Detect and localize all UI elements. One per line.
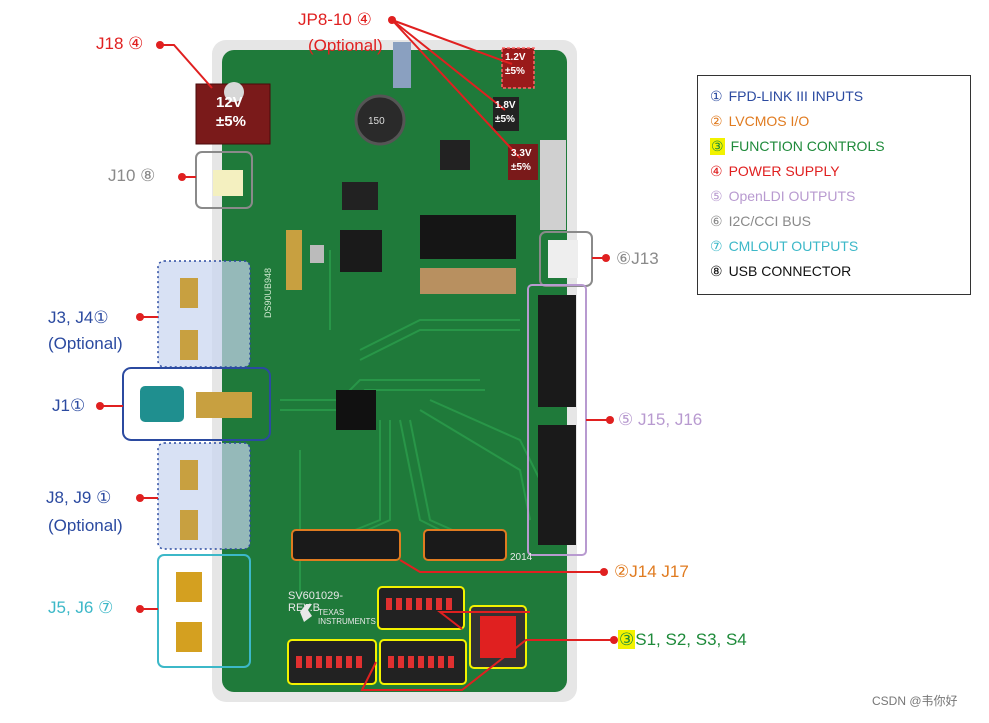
j18-tolerance-label: ±5% <box>216 113 246 130</box>
legend-mark-6: ⑥ <box>710 213 723 229</box>
legend-label-4: POWER SUPPLY <box>728 163 840 179</box>
j8-j9-callout: J8, J9 ① <box>46 488 112 507</box>
v18-label: 1.8V <box>495 100 516 111</box>
legend-mark-2: ② <box>710 113 723 129</box>
j10-callout: J10 ⑧ <box>108 166 156 185</box>
svg-text:150: 150 <box>368 116 385 127</box>
silkscreen-side-label: DS90UB948 <box>263 267 273 318</box>
j1-jack <box>196 392 252 418</box>
legend-label-8: USB CONNECTOR <box>728 263 852 279</box>
dip-levers <box>296 598 454 668</box>
j16-header <box>538 425 576 545</box>
legend-label-6: I2C/CCI BUS <box>728 213 812 229</box>
j18-jack-hole <box>224 82 244 102</box>
j18-callout: J18 ④ <box>96 34 144 53</box>
jp8-10-callout: JP8-10 ④ <box>298 10 372 29</box>
leader-lines <box>100 19 610 610</box>
j4-sma <box>180 330 198 360</box>
mcu-chip <box>340 230 382 272</box>
legend-label-3: FUNCTION CONTROLS <box>730 138 885 154</box>
j15-j16-callout: ⑤ J15, J16 <box>618 410 703 429</box>
silkscreen-brand: TEXAS INSTRUMENTS <box>318 608 376 626</box>
s1-s4-mark: ③ <box>618 630 636 649</box>
v18-tol-label: ±5% <box>495 114 515 125</box>
right-header <box>540 140 566 230</box>
j14-box <box>291 529 401 561</box>
switch-callout-line <box>360 639 614 691</box>
silkscreen-part: SV601029- <box>288 590 344 602</box>
silkscreen-rev: REV.B <box>288 602 321 614</box>
legend-item-i2c: ⑥ I2C/CCI BUS <box>710 213 811 230</box>
j3-j4-box <box>157 260 251 368</box>
regulator-ic <box>440 140 470 170</box>
legend-item-function-controls: ③ FUNCTION CONTROLS <box>710 138 885 155</box>
inductor <box>354 94 406 146</box>
j1-callout: J1① <box>52 396 86 415</box>
legend: ① FPD-LINK III INPUTS ② LVCMOS I/O ③ FUNCTI… <box>697 75 971 295</box>
j13-callout: ⑥J13 <box>616 249 659 268</box>
s4-switch <box>480 616 516 658</box>
usb-connector <box>213 170 243 196</box>
v12-label: 1.2V <box>505 52 526 63</box>
j1-box <box>122 367 271 441</box>
j15-header <box>538 295 576 407</box>
legend-mark-1: ① <box>710 88 723 104</box>
j10-box <box>195 151 253 209</box>
leader-dots <box>96 16 618 644</box>
legend-label-5: OpenLDI OUTPUTS <box>728 188 856 204</box>
jp8-10-optional: (Optional) <box>308 36 383 55</box>
legend-mark-5: ⑤ <box>710 188 723 204</box>
j3-j4-optional: (Optional) <box>48 334 123 353</box>
j13-connector <box>548 240 578 278</box>
jtag-header <box>286 230 302 290</box>
legend-mark-4: ④ <box>710 163 723 179</box>
j3-j4-callout: J3, J4① <box>48 308 109 327</box>
j9-sma <box>180 510 198 540</box>
watermark: CSDN @韦你好 <box>872 694 958 708</box>
legend-label-7: CMLOUT OUTPUTS <box>728 238 859 254</box>
j6-sma <box>176 622 202 652</box>
legend-item-usb: ⑧ USB CONNECTOR <box>710 263 851 280</box>
silkscreen-year: 2014 <box>510 552 533 563</box>
v33-tol-label: ±5% <box>511 162 531 173</box>
legend-item-cmlout: ⑦ CMLOUT OUTPUTS <box>710 238 858 255</box>
j1-fakra-connector <box>140 386 184 422</box>
legend-item-lvcmos: ② LVCMOS I/O <box>710 113 809 130</box>
legend-label-2: LVCMOS I/O <box>728 113 810 129</box>
j8-j9-optional: (Optional) <box>48 516 123 535</box>
j8-j9-box <box>157 442 251 550</box>
crystal <box>310 245 324 263</box>
j3-sma <box>180 278 198 308</box>
j14-j17-callout: ②J14 J17 <box>614 562 689 581</box>
j5-sma <box>176 572 202 602</box>
electrolytic-cap <box>393 42 411 88</box>
j5-j6-callout: J5, J6 ⑦ <box>48 598 114 617</box>
s1-s4-text: S1, S2, S3, S4 <box>635 630 747 649</box>
switch-link-line <box>437 611 530 630</box>
legend-mark-7: ⑦ <box>710 238 723 254</box>
jp8-1v2-box <box>501 47 535 89</box>
jumper-header <box>342 182 378 210</box>
j17-box <box>423 529 507 561</box>
v12-tol-label: ±5% <box>505 66 525 77</box>
legend-item-power-supply: ④ POWER SUPPLY <box>710 163 840 180</box>
j8-sma <box>180 460 198 490</box>
legend-mark-3: ③ <box>710 138 725 155</box>
dip-switch-block <box>420 268 516 294</box>
legend-mark-8: ⑧ <box>710 263 723 279</box>
dip-socket <box>420 215 516 259</box>
s1-s4-callout: ③S1, S2, S3, S4 <box>618 630 747 650</box>
deserializer-chip <box>336 390 376 430</box>
legend-item-openldi: ⑤ OpenLDI OUTPUTS <box>710 188 855 205</box>
ti-logo <box>300 604 312 622</box>
v33-label: 3.3V <box>511 148 532 159</box>
j5-j6-box <box>157 554 251 668</box>
legend-label-1: FPD-LINK III INPUTS <box>728 88 864 104</box>
j18-voltage-label: 12V <box>216 94 243 111</box>
legend-item-fpd-link: ① FPD-LINK III INPUTS <box>710 88 863 105</box>
